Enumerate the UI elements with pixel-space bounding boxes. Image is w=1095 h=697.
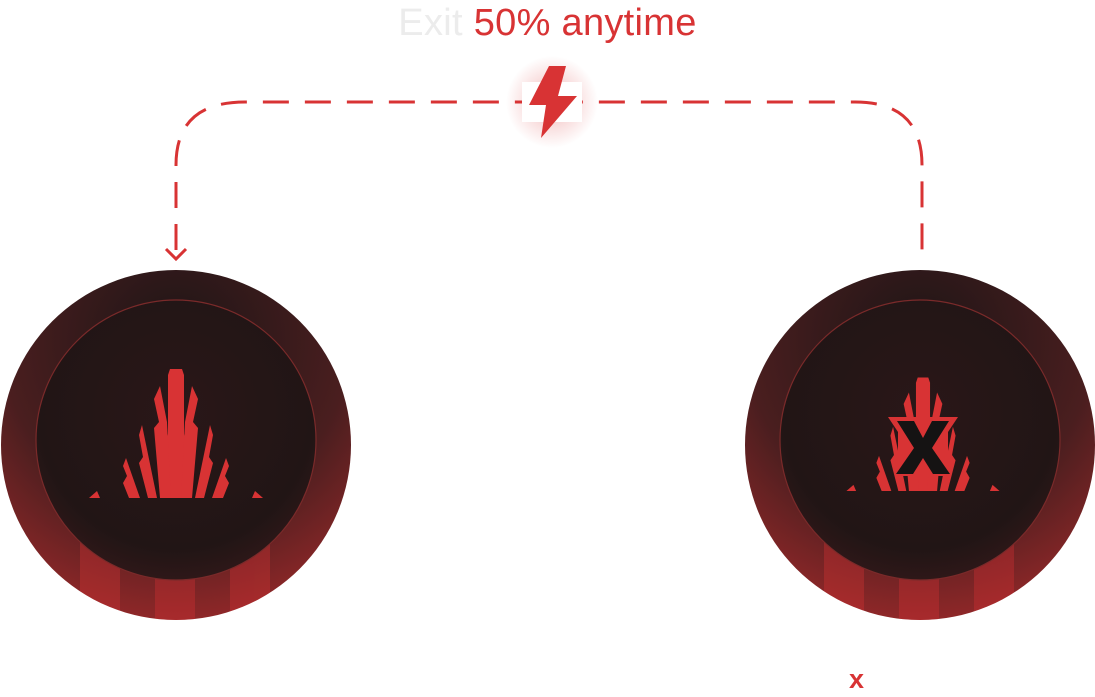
headline-prefix: Exit bbox=[398, 2, 463, 44]
headline: Exit 50% anytime bbox=[0, 2, 1095, 45]
coin-left bbox=[1, 270, 351, 620]
x-mark-icon bbox=[888, 417, 958, 476]
headline-highlight: 50% anytime bbox=[473, 2, 697, 44]
arrow-down-icon bbox=[164, 247, 188, 262]
lightning-icon bbox=[529, 66, 577, 138]
coin-right bbox=[745, 270, 1095, 620]
right-coin-label: x bbox=[849, 664, 865, 694]
